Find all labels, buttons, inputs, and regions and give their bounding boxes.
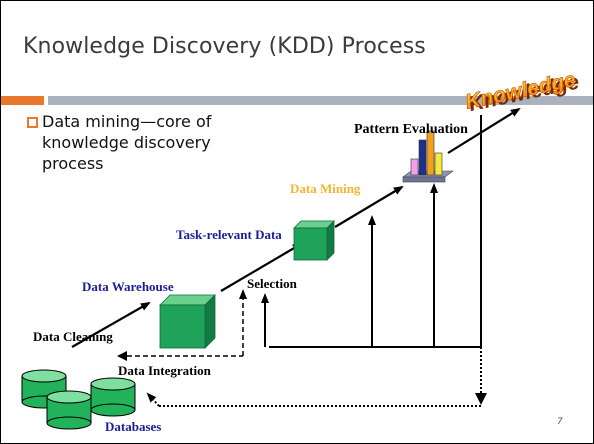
arrow-evaluation bbox=[447, 107, 521, 154]
slide-title: Knowledge Discovery (KDD) Process bbox=[23, 34, 426, 59]
label-databases: Databases bbox=[105, 419, 162, 434]
label-task-relevant-data: Task-relevant Data bbox=[176, 227, 282, 242]
label-selection: Selection bbox=[247, 276, 297, 291]
label-pattern-evaluation: Pattern Evaluation bbox=[354, 122, 468, 137]
bullet-text: Data mining—core of knowledge discovery … bbox=[42, 112, 212, 173]
task-relevant-data-cube bbox=[293, 220, 335, 261]
arrow-selection bbox=[220, 242, 303, 292]
arrow-cleaning bbox=[71, 302, 151, 348]
data-warehouse-cube bbox=[159, 294, 216, 349]
label-data-cleaning: Data Cleaning bbox=[33, 329, 113, 344]
title-accent-bar bbox=[1, 96, 44, 105]
page-number: 7 bbox=[557, 417, 563, 427]
knowledge-logo: Knowledge Knowledge bbox=[463, 68, 582, 116]
title-underline-bar bbox=[48, 96, 593, 105]
dotted-to-databases bbox=[146, 392, 160, 407]
dotted-arrowhead bbox=[475, 393, 487, 405]
label-data-mining: Data Mining bbox=[290, 181, 361, 196]
label-data-integration: Data Integration bbox=[118, 363, 211, 378]
database-cylinder-3 bbox=[46, 390, 92, 430]
database-cylinder-2 bbox=[90, 377, 136, 417]
label-data-warehouse: Data Warehouse bbox=[82, 279, 174, 294]
knowledge-logo-text: Knowledge bbox=[463, 68, 578, 114]
integration-arrowhead bbox=[117, 351, 127, 361]
bullet-icon bbox=[27, 117, 38, 128]
bar-chart-icon bbox=[402, 130, 454, 183]
arrow-mining bbox=[334, 185, 404, 228]
